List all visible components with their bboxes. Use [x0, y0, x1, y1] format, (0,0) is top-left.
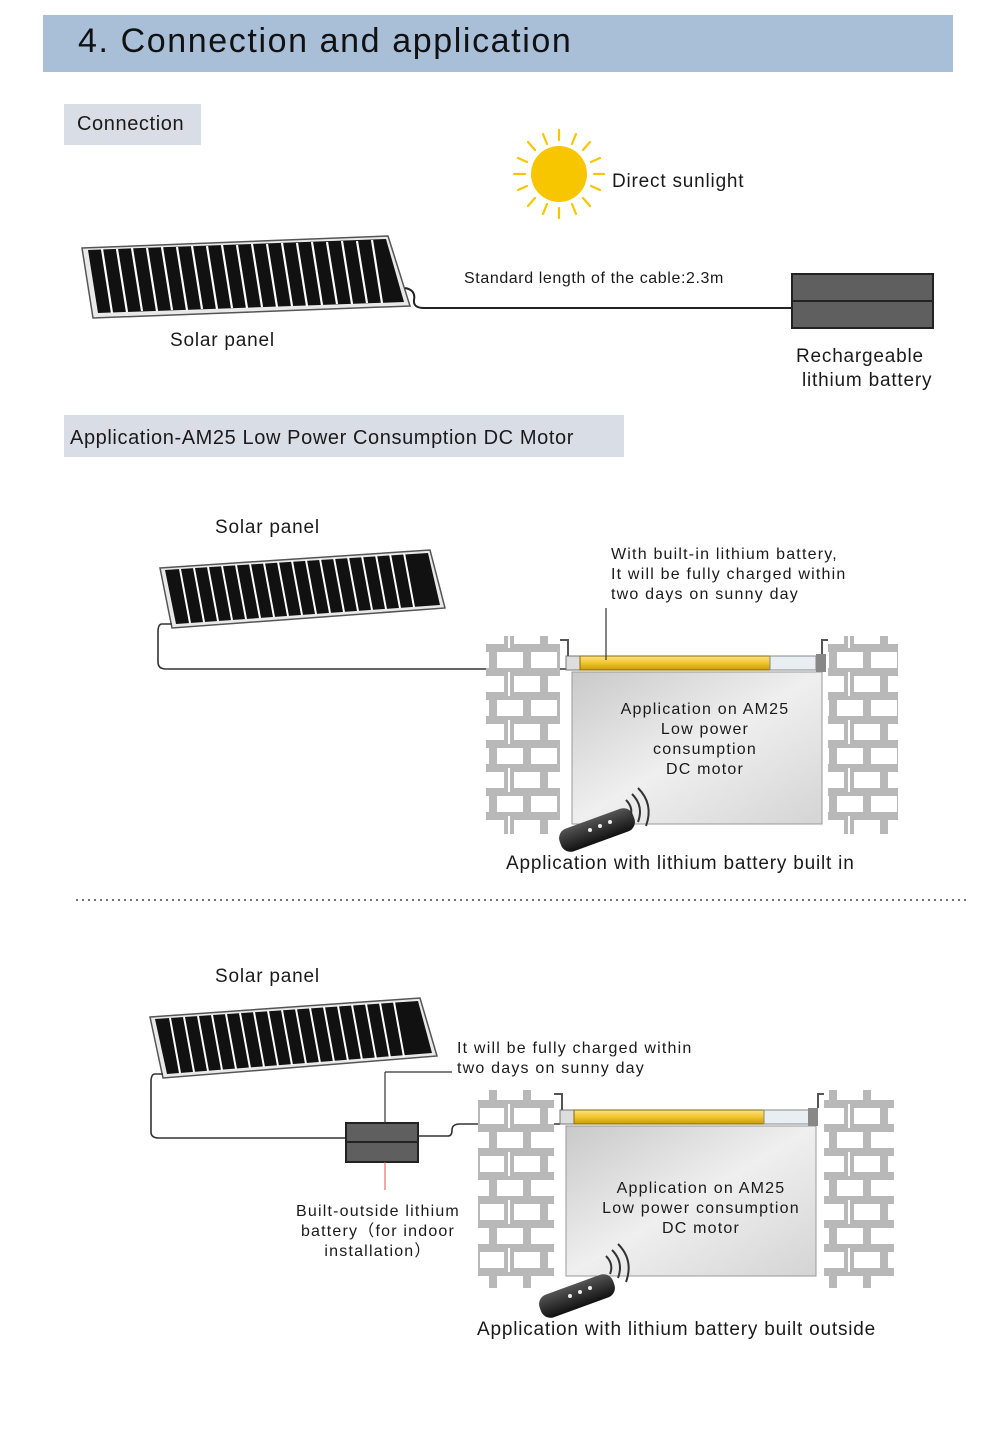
builtin-note-line2: It will be fully charged within — [611, 566, 847, 583]
outside-box-line2: Low power consumption — [602, 1200, 800, 1217]
shade-box-outside — [565, 1125, 817, 1277]
page-header — [43, 15, 953, 72]
outside-note-line2: two days on sunny day — [457, 1060, 645, 1077]
outside-battery-line2: battery（for indoor — [300, 1223, 456, 1240]
cable-builtin — [157, 623, 566, 670]
builtin-note-line1: With built-in lithium battery, — [611, 546, 838, 563]
brick-wall-right-outside — [824, 1090, 894, 1288]
cable-outside-motor — [418, 1123, 560, 1137]
page-title: 4. Connection and application — [78, 22, 573, 60]
outside-caption: Application with lithium battery built o… — [477, 1319, 877, 1340]
remote-control-icon-outside — [539, 1243, 630, 1318]
motor-tube-outside — [554, 1093, 824, 1126]
solar-panel-outside — [149, 997, 438, 1079]
solar-panel-builtin — [159, 549, 446, 629]
remote-control-icon-builtin — [559, 787, 650, 852]
battery-outside — [345, 1122, 419, 1163]
solar-panel-top — [81, 235, 412, 319]
battery-label-line1: Rechargeable — [796, 346, 924, 367]
builtin-caption: Application with lithium battery built i… — [506, 853, 855, 874]
motor-tube-builtin — [560, 639, 828, 672]
cable-length-label: Standard length of the cable:2.3m — [464, 270, 724, 287]
builtin-box-line1: Application on AM25 — [620, 701, 790, 718]
sunlight-label: Direct sunlight — [612, 171, 745, 192]
brick-wall-right-builtin — [828, 636, 898, 834]
sun-icon — [512, 128, 606, 220]
outside-box-line1: Application on AM25 — [616, 1180, 786, 1197]
battery-top — [791, 273, 934, 329]
builtin-box-line3: consumption — [653, 741, 757, 758]
shade-box-builtin — [571, 671, 823, 825]
outside-battery-line3: installation） — [324, 1243, 432, 1260]
builtin-box-line2: Low power — [660, 721, 750, 738]
outside-battery-line1: Built-outside lithium — [296, 1203, 460, 1220]
outside-note-line1: It will be fully charged within — [457, 1040, 693, 1057]
outside-box-line3: DC motor — [661, 1220, 741, 1237]
cable-top — [404, 287, 792, 309]
solar-panel-label-top: Solar panel — [170, 330, 275, 351]
solar-panel-label-builtin: Solar panel — [215, 517, 320, 538]
battery-label-line2: lithium battery — [802, 370, 933, 391]
solar-panel-label-outside: Solar panel — [215, 966, 320, 987]
builtin-note-line3: two days on sunny day — [611, 586, 799, 603]
brick-wall-left-builtin — [486, 636, 560, 834]
section-tag-application: Application-AM25 Low Power Consumption D… — [64, 415, 624, 457]
section-tag-connection: Connection — [64, 104, 201, 145]
brick-wall-left-outside — [478, 1090, 554, 1288]
builtin-box-line4: DC motor — [665, 761, 745, 778]
cable-outside-panel — [150, 1073, 346, 1139]
